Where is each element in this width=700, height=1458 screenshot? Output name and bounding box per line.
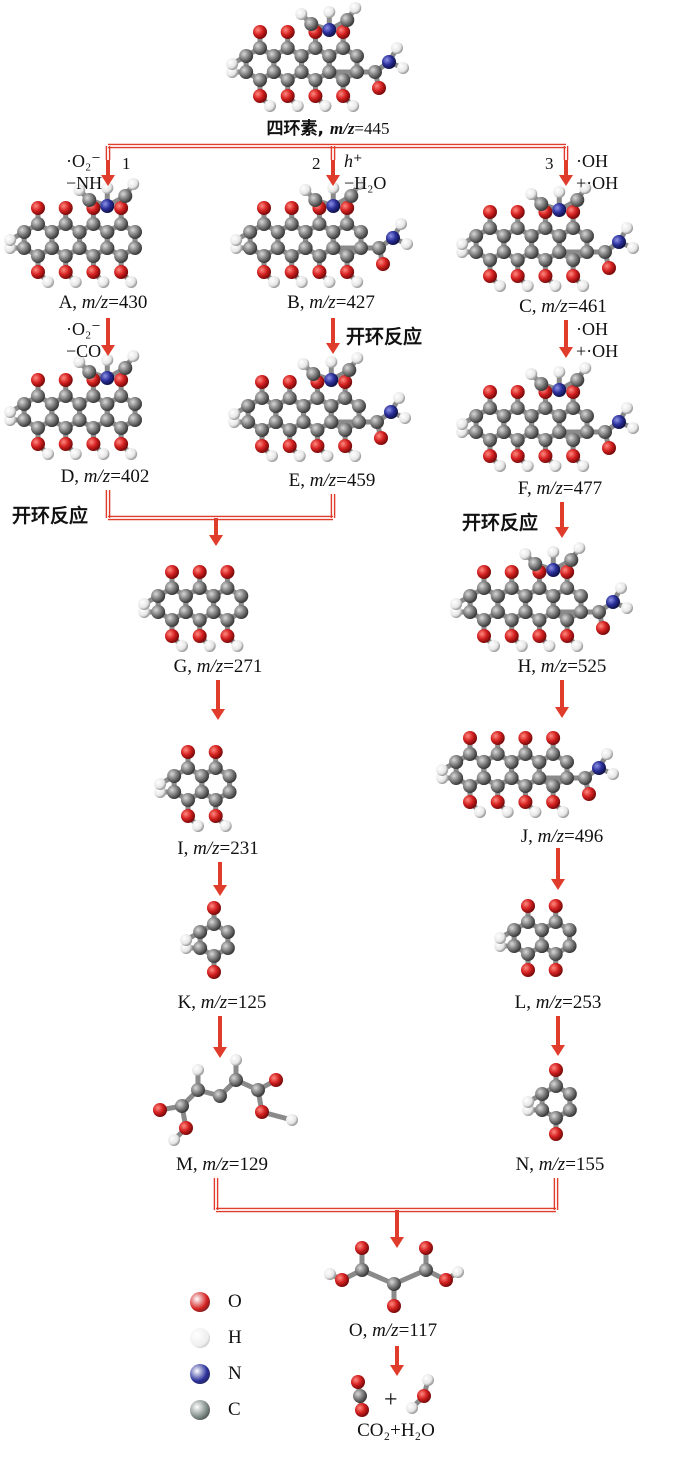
de-merge-line [108, 515, 333, 521]
pathway-1-reagent: ·O₂⁻−NH [66, 151, 103, 193]
pathway-2-reagent: h⁺−H₂O [344, 151, 387, 193]
ring-opening-label-de: 开环反应 [12, 505, 89, 527]
molecule-F [456, 362, 639, 472]
molecule-D [4, 350, 142, 460]
pathway-1-number: 1 [122, 154, 131, 173]
reaction-arrows [101, 160, 573, 1376]
molecule-tetracycline [226, 2, 409, 112]
pathway-2-number: 2 [312, 154, 321, 173]
label-L: L, m/z=253 [514, 992, 602, 1013]
molecule-E [228, 352, 411, 462]
molecule-I [154, 745, 237, 832]
final-products-label: CO₂+H₂O [357, 1420, 435, 1441]
legend-swatch-n [190, 1364, 210, 1384]
arrow-to-L [551, 848, 565, 890]
molecule-K [180, 901, 235, 979]
c-to-f-reagent: ·OH+·OH [576, 319, 619, 361]
arrow-to-O [390, 1210, 404, 1248]
n-drop-line [553, 1178, 559, 1210]
legend-label-h: H [228, 1327, 242, 1348]
arrow-to-A [101, 160, 115, 186]
label-M: M, m/z=129 [175, 1154, 269, 1175]
molecule-M [153, 1054, 298, 1146]
legend-swatch-c [190, 1400, 210, 1420]
parent-mz-label: m/z [329, 119, 355, 138]
parent-name: 四环素 [266, 119, 318, 139]
label-N: N, m/z=155 [515, 1154, 605, 1175]
top-branch-line [108, 143, 566, 149]
d-drop-line [105, 490, 111, 518]
legend-swatch-h [190, 1328, 210, 1348]
label-J: J, m/z=496 [520, 826, 604, 847]
branch-left-drop [105, 146, 111, 160]
molecule-B [230, 178, 413, 288]
pathway-3-reagent: ·OH+·OH [576, 151, 619, 193]
molecule-models [4, 2, 639, 1417]
molecule-N [522, 1063, 577, 1141]
label-O: O, m/z=117 [348, 1320, 438, 1341]
legend-label-o: O [228, 1291, 242, 1312]
a-to-d-reagent: ·O₂⁻−CO [66, 319, 102, 361]
label-C: C, m/z=461 [519, 296, 607, 317]
legend-label-c: C [228, 1399, 241, 1420]
arrow-to-N [551, 1016, 565, 1056]
molecule-CO2 [351, 1375, 369, 1417]
plus-sign: + [384, 1387, 398, 1413]
molecule-C [456, 182, 639, 292]
molecule-H2O [406, 1374, 434, 1414]
label-D: D, m/z=402 [60, 466, 150, 487]
legend-label-n: N [228, 1363, 242, 1384]
branch-mid-drop [330, 146, 336, 160]
arrow-to-C [559, 160, 573, 186]
arrow-to-B [326, 160, 340, 186]
arrow-to-E [326, 318, 340, 354]
arrow-to-G [209, 518, 223, 546]
arrow-to-products [390, 1346, 404, 1376]
branch-right-drop [563, 146, 569, 160]
e-drop-line [330, 494, 336, 518]
arrow-to-J [555, 680, 569, 718]
label-A: A, m/z=430 [58, 292, 148, 313]
molecule-A [4, 178, 142, 288]
label-I: I, m/z=231 [177, 838, 259, 859]
legend-swatch-o [190, 1292, 210, 1312]
connector-lines [105, 143, 569, 1213]
label-K: K, m/z=125 [177, 992, 267, 1013]
arrow-to-D [101, 318, 115, 356]
label-E: E, m/z=459 [288, 470, 376, 491]
label-G: G, m/z=271 [173, 656, 263, 677]
molecule-H [450, 542, 633, 652]
arrow-to-I [211, 680, 225, 720]
label-B: B, m/z=427 [287, 292, 375, 313]
parent-mz-value: =445 [354, 119, 390, 138]
pathway-3-number: 3 [545, 154, 554, 173]
label-parent: 四环素, m/z=445 [266, 119, 390, 139]
label-F: F, m/z=477 [517, 478, 603, 499]
molecule-G [138, 565, 249, 652]
mn-merge-line [216, 1207, 556, 1213]
ring-opening-label-f: 开环反应 [462, 512, 539, 534]
molecule-L [494, 899, 577, 977]
molecule-J [436, 731, 619, 818]
molecule-O [324, 1241, 464, 1313]
arrow-to-H [555, 502, 569, 538]
arrow-to-K [213, 862, 227, 896]
arrow-to-M [213, 1016, 227, 1058]
label-H: H, m/z=525 [517, 656, 607, 677]
arrow-to-F [559, 320, 573, 358]
m-drop-line [213, 1178, 219, 1210]
ring-opening-label-b: 开环反应 [346, 326, 423, 348]
